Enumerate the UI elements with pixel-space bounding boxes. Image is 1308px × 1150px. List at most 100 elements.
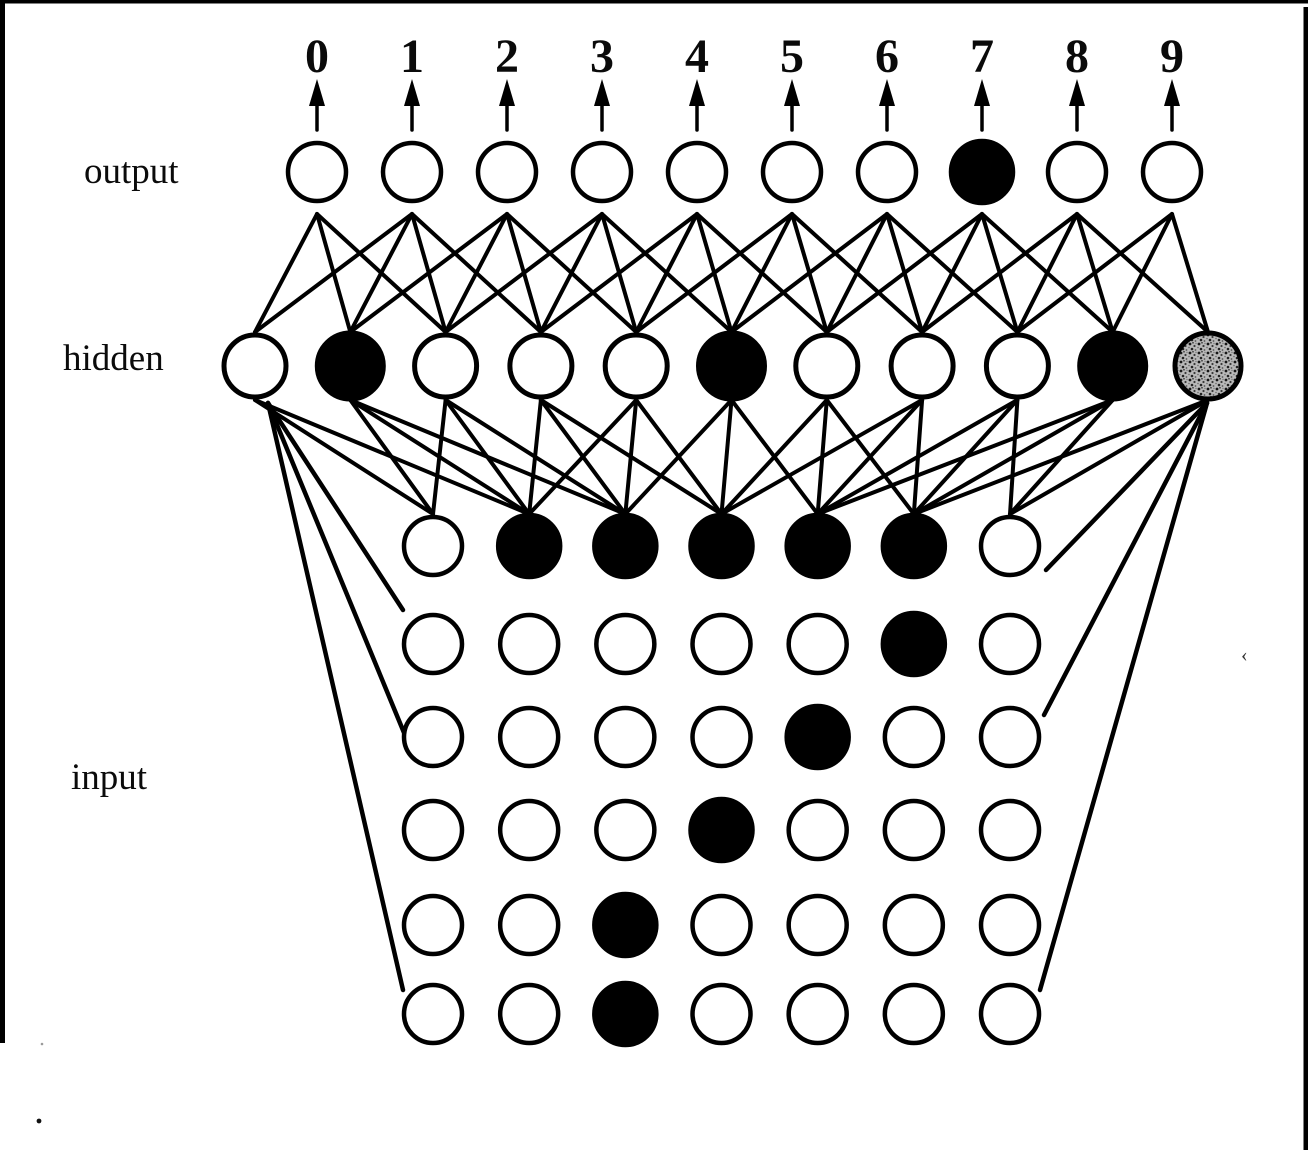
hidden-input-connection [911, 398, 1115, 516]
hidden-input-connection [815, 398, 1020, 516]
scan-speck-faint [40, 1042, 44, 1046]
output-node-1 [380, 140, 444, 204]
output-hidden-connection [348, 212, 414, 334]
output-hidden-connection [253, 212, 414, 334]
output-node-7-active [948, 138, 1016, 206]
input-cell-r1c5-on [784, 512, 851, 580]
input-cell-r3c1 [401, 705, 465, 769]
hidden-input-connection [527, 398, 543, 516]
hidden-input-connection [253, 398, 435, 516]
output-hidden-connection [634, 212, 699, 334]
hidden-node-3 [507, 332, 575, 400]
up-arrow-icon [879, 79, 895, 106]
hidden-input-connection [623, 398, 734, 516]
output-hidden-connection [1015, 212, 1079, 334]
output-node-8 [1045, 140, 1109, 204]
input-cell-r4c5 [786, 798, 849, 862]
output-hidden-connection [824, 212, 984, 334]
input-cell-r4c4-on [688, 796, 755, 864]
hidden-node-0 [221, 332, 289, 400]
class-label-1: 1 [400, 30, 424, 83]
hidden-input-connection [431, 398, 448, 516]
output-node-4 [665, 140, 729, 204]
input-cell-r4c7 [978, 798, 1042, 862]
input-cell-r1c3-on [592, 512, 659, 580]
output-hidden-connection [920, 212, 1079, 334]
output-node-2 [475, 140, 539, 204]
hidden-node-6 [793, 332, 861, 400]
output-hidden-connection [348, 212, 509, 334]
input-cell-r1c2-on [495, 512, 563, 580]
page-edge-right [1303, 7, 1308, 1150]
up-arrow-icon [689, 79, 705, 106]
output-hidden-connection [1015, 212, 1174, 334]
output-hidden-connection [538, 212, 604, 334]
input-cell-r2c4 [690, 612, 753, 676]
output-hidden-connection [538, 212, 699, 334]
hidden-input-connection [719, 398, 925, 516]
output-hidden-connection [253, 212, 319, 334]
hidden-node-7 [888, 332, 956, 400]
output-node-5 [760, 140, 824, 204]
up-arrow-icon [1164, 79, 1180, 106]
class-label-8: 8 [1065, 30, 1089, 83]
output-node-0 [285, 140, 349, 204]
input-cell-r4c3 [594, 798, 657, 862]
input-cell-r6c6 [882, 982, 946, 1046]
output-hidden-connection [443, 212, 604, 334]
hidden-node-2 [412, 332, 480, 400]
class-label-2: 2 [495, 30, 519, 83]
hidden-input-connection [719, 398, 734, 516]
input-cell-r1c4-on [688, 512, 755, 580]
hidden-input-connection [527, 398, 639, 516]
class-label-4: 4 [685, 30, 709, 83]
up-arrow-icon [974, 79, 990, 106]
hidden-input-connection [911, 398, 1210, 516]
input-cell-r3c2 [497, 705, 561, 769]
hidden-input-fan-line-right [1037, 400, 1210, 993]
input-cell-r4c2 [497, 798, 561, 862]
class-label-9: 9 [1160, 30, 1184, 83]
input-cell-r5c5 [786, 893, 849, 957]
hidden-input-fan-line-right [1043, 400, 1210, 573]
input-layer-label: input [71, 757, 148, 798]
input-cell-r1c7 [978, 514, 1042, 578]
output-hidden-connection [1170, 212, 1210, 334]
class-label-6: 6 [875, 30, 899, 83]
input-cell-r6c1 [401, 982, 465, 1046]
input-cell-r5c1 [401, 893, 465, 957]
input-cell-r6c7 [978, 982, 1042, 1046]
input-cell-r5c2 [497, 893, 561, 957]
hidden-node-8 [983, 332, 1051, 400]
hidden-input-fan-line-left [265, 400, 406, 613]
up-arrow-icon [404, 79, 420, 106]
output-layer-label: output [84, 151, 179, 192]
input-cell-r5c6 [882, 893, 946, 957]
input-cell-r4c6 [882, 798, 946, 862]
input-cell-r3c3 [594, 705, 657, 769]
input-cell-r6c2 [497, 982, 561, 1046]
up-arrow-icon [594, 79, 610, 106]
output-hidden-connection [1110, 212, 1174, 334]
input-cell-r3c4 [690, 705, 753, 769]
page-edge-left [0, 0, 5, 1043]
scan-mark: ‹ [1241, 644, 1248, 666]
input-cell-r1c6-on [880, 512, 948, 580]
output-hidden-connection [729, 212, 889, 334]
output-hidden-connection [920, 212, 984, 334]
hidden-input-connection [1008, 398, 1210, 516]
input-cell-r3c5-on [784, 703, 851, 771]
hidden-input-connection [719, 398, 829, 516]
input-cell-r2c5 [786, 612, 849, 676]
input-cell-r2c1 [401, 612, 465, 676]
up-arrow-icon [499, 79, 515, 106]
hidden-input-fan-line-right [1041, 400, 1210, 718]
hidden-node-4 [602, 332, 670, 400]
hidden-input-fan-line-left [265, 400, 406, 993]
input-cell-r1c1 [401, 514, 465, 578]
hidden-node-1-filled [314, 330, 386, 402]
input-cell-r3c6 [882, 705, 946, 769]
scan-speck [36, 1118, 42, 1124]
input-cell-r5c4 [690, 893, 753, 957]
